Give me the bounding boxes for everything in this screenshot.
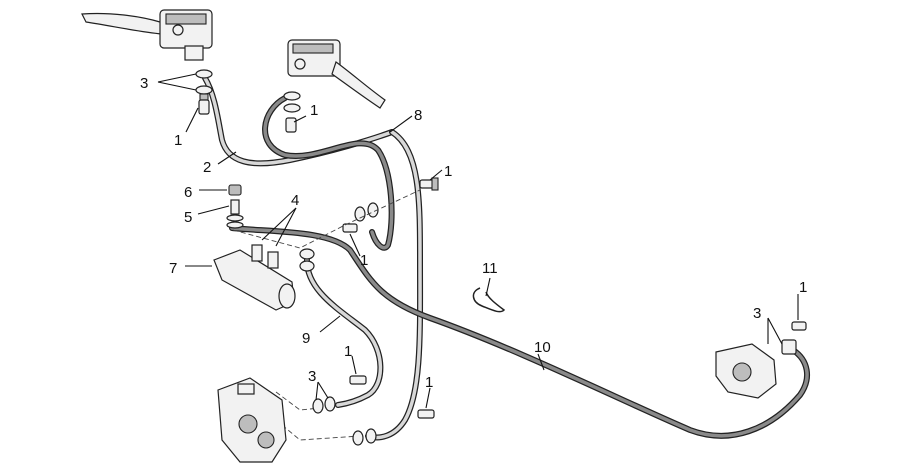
bleeder-cap-6: [228, 184, 242, 196]
leader-lines: [157, 73, 799, 409]
banjo-fitting-left: [195, 69, 213, 115]
callout-3: 3: [140, 75, 148, 92]
banjo-fitting-hose-9: [299, 248, 315, 272]
hose-main-vertical: [365, 129, 424, 441]
spring-clip-11: [472, 287, 506, 313]
front-brake-caliper: [217, 377, 287, 463]
callout-7: 7: [169, 260, 177, 277]
callout-labels: 3 1 1 8 2 6 1 4 5 7 1 11 1 3 9 10 1 3 1: [140, 75, 807, 391]
rear-brake-caliper: [715, 321, 807, 399]
callout-2: 2: [203, 159, 211, 176]
callout-11: 11: [482, 260, 498, 277]
hose-9: [303, 255, 384, 408]
callout-1: 1: [444, 163, 452, 180]
callout-1: 1: [310, 102, 318, 119]
bleeder-valve-5: [226, 199, 244, 229]
banjo-fitting-right: [283, 91, 301, 133]
hose-8: [262, 95, 395, 251]
callout-10: 10: [534, 339, 551, 356]
callout-1: 1: [344, 343, 352, 360]
callout-6: 6: [184, 184, 192, 201]
callout-9: 9: [302, 330, 310, 347]
callout-3: 3: [308, 368, 316, 385]
callout-5: 5: [184, 209, 192, 226]
front-master-cylinder-left: [81, 9, 213, 61]
callout-3: 3: [753, 305, 761, 322]
callout-1: 1: [174, 132, 182, 149]
caliper-fittings: [312, 375, 435, 446]
callout-8: 8: [414, 107, 422, 124]
callout-4: 4: [291, 192, 299, 209]
front-master-cylinder-right: [287, 39, 386, 109]
callout-1: 1: [360, 252, 368, 269]
hose-10: [229, 225, 811, 439]
callout-1: 1: [799, 279, 807, 296]
distributor-7: [213, 244, 296, 311]
bolt-junction: [419, 177, 439, 191]
callout-1: 1: [425, 374, 433, 391]
